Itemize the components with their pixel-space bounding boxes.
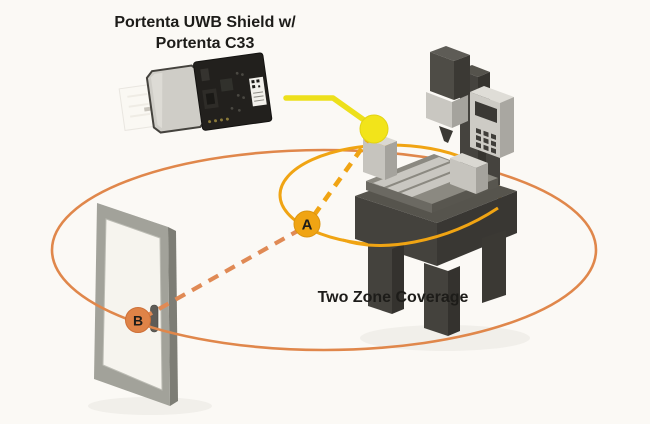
door-shadow: [88, 397, 212, 415]
door-illustration: [94, 203, 178, 406]
uwb-tag-marker: [359, 114, 389, 144]
board-title-line1: Portenta UWB Shield w/: [114, 14, 296, 31]
portenta-uwb-shield-board: [118, 52, 273, 134]
board-title-line2: Portenta C33: [156, 35, 255, 52]
inner-zone-front-arc: [342, 206, 499, 247]
board-to-tag-connector: [283, 95, 374, 128]
anchor-b-label: B: [133, 313, 143, 329]
qr-label: [249, 76, 267, 107]
range-line-a-to-b: [139, 227, 303, 321]
control-panel: [470, 86, 514, 158]
door-panel: [102, 218, 163, 391]
range-line-tag-to-a: [305, 132, 374, 227]
anchor-a-label: A: [302, 217, 313, 234]
panel-keypad: [476, 128, 496, 154]
anchor-b-marker: B: [125, 307, 151, 333]
panel-screen: [475, 101, 497, 123]
cnc-machine-illustration: [355, 46, 517, 336]
diagram-caption: Two Zone Coverage: [318, 289, 469, 306]
bed-slat: [373, 157, 450, 187]
bed-slat: [387, 162, 464, 192]
outer-zone-ellipse: [50, 148, 598, 352]
pcb-section: [193, 52, 273, 131]
drill-bit: [439, 126, 453, 143]
anchor-a-marker: A: [293, 210, 321, 238]
